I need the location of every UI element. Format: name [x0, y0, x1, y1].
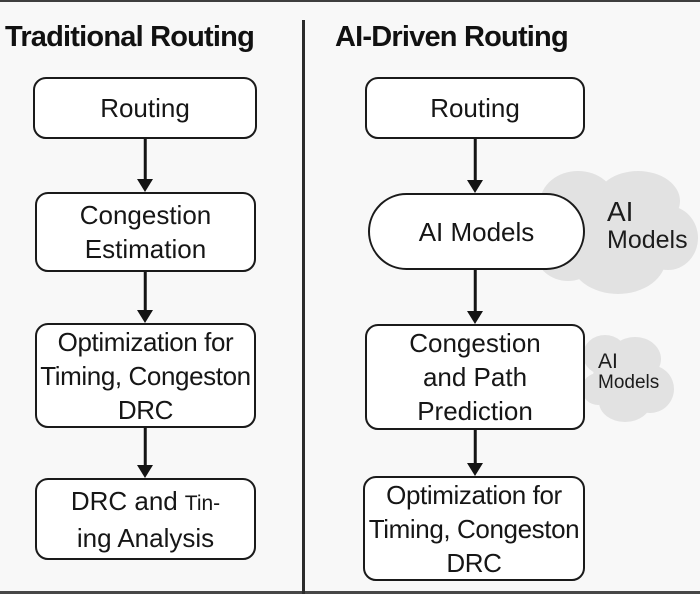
ai-cloud-label-small: AI Models — [598, 350, 659, 393]
flow-box-routing-traditional: Routing — [33, 77, 257, 139]
top-edge-strip — [0, 0, 700, 2]
arrow-shaft — [473, 139, 477, 183]
flow-arrow — [136, 272, 154, 323]
box-label-line: ing Analysis — [76, 522, 215, 553]
box-label-line: Routing — [430, 93, 520, 123]
box-label-line: DRC — [446, 547, 502, 578]
box-label-line: Timing, Congeston — [40, 360, 251, 391]
box-label-line: Optimization for — [386, 479, 562, 510]
arrow-shaft — [143, 428, 147, 468]
ai-cloud-shape-large — [536, 171, 698, 294]
box-label-small: Tin- — [184, 491, 221, 515]
ai-cloud-small-line1: AI — [598, 350, 618, 373]
ai-cloud-small-line2: Models — [598, 372, 660, 393]
ai-cloud-label-large: AI Models — [607, 196, 688, 254]
box-label-line: DRC — [117, 394, 174, 425]
heading-traditional-routing: Traditional Routing — [5, 21, 255, 53]
flow-node-ai-models: AI Models — [368, 193, 585, 270]
arrow-shaft — [143, 139, 147, 182]
flow-arrow — [466, 139, 484, 193]
flow-arrow — [136, 139, 154, 192]
arrow-head-icon — [467, 463, 483, 476]
box-label-line: Congestion — [409, 328, 541, 358]
bottom-edge-strip — [0, 591, 700, 594]
box-label-line: Timing, Congeston — [368, 513, 580, 544]
arrow-head-icon — [137, 465, 153, 478]
flow-box-optimization-traditional: Optimization for Timing, Congeston DRC — [35, 323, 256, 428]
arrow-head-icon — [137, 179, 153, 192]
arrow-head-icon — [137, 310, 153, 323]
box-label-main: DRC and — [70, 485, 178, 516]
box-label-line: AI Models — [418, 216, 535, 247]
arrow-head-icon — [467, 180, 483, 193]
flow-arrow — [136, 428, 154, 478]
arrow-shaft — [473, 430, 477, 466]
box-label-line: Optimization for — [57, 326, 234, 357]
flow-box-routing-ai: Routing — [365, 77, 585, 139]
arrow-shaft — [473, 270, 477, 314]
ai-cloud-shape-small — [582, 335, 674, 422]
flow-arrow — [466, 430, 484, 476]
box-label-line: and Path — [422, 362, 528, 392]
arrow-shaft — [143, 272, 147, 313]
box-label-line: Routing — [100, 93, 190, 123]
box-label-line: Estimation — [84, 234, 207, 264]
arrow-head-icon — [467, 311, 483, 324]
box-label-line: Congestion — [79, 200, 212, 230]
ai-cloud-large-line1: AI — [607, 196, 634, 227]
flow-arrow — [466, 270, 484, 324]
flow-box-congestion-estimation: Congestion Estimation — [35, 192, 256, 272]
flow-box-optimization-ai: Optimization for Timing, Congeston DRC — [363, 476, 585, 581]
column-divider — [302, 20, 305, 594]
ai-cloud-large-line2: Models — [607, 226, 688, 254]
heading-ai-driven-routing: AI-Driven Routing — [335, 21, 569, 53]
flow-box-congestion-path-prediction: Congestion and Path Prediction — [365, 324, 585, 430]
box-label-line: Prediction — [417, 396, 533, 426]
